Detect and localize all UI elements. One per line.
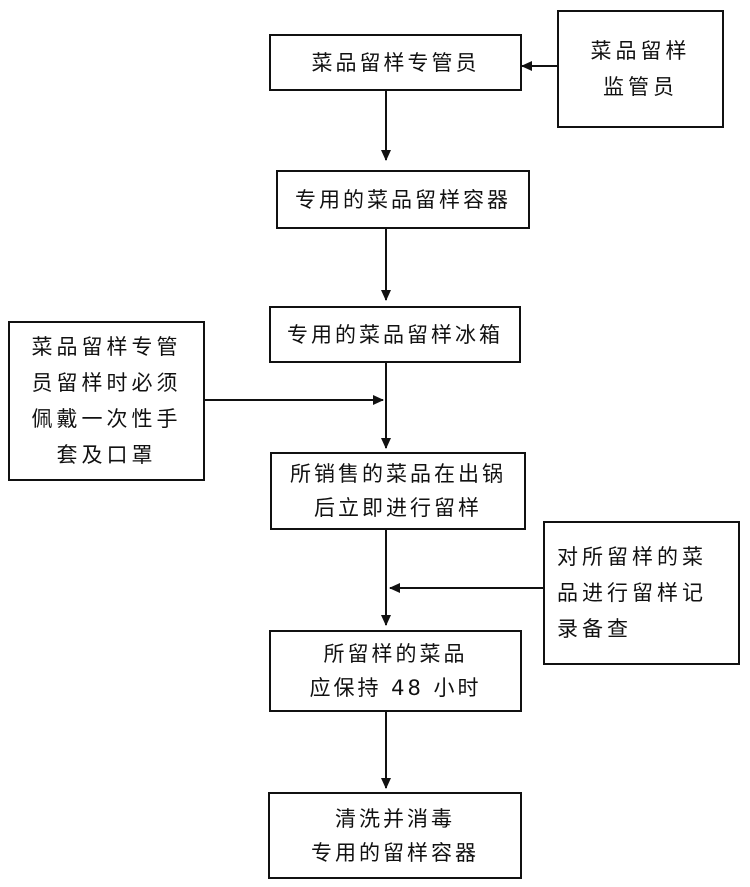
step4-box: 所销售的菜品在出锅 后立即进行留样 [270, 452, 526, 530]
gloves-note-line3: 佩戴一次性手 [31, 407, 182, 431]
step3-label: 专用的菜品留样冰箱 [287, 322, 503, 347]
gloves-note-box: 菜品留样专管 员留样时必须 佩戴一次性手 套及口罩 [8, 321, 205, 481]
step3-box: 专用的菜品留样冰箱 [269, 306, 521, 363]
step5-line1: 所留样的菜品 [323, 642, 468, 666]
supervisor-box: 菜品留样 监管员 [557, 10, 724, 128]
step6-box: 清洗并消毒 专用的留样容器 [268, 792, 522, 879]
step4-line2: 后立即进行留样 [314, 496, 482, 520]
supervisor-line1: 菜品留样 [590, 39, 691, 63]
step2-box: 专用的菜品留样容器 [276, 170, 530, 229]
step1-label: 菜品留样专管员 [311, 50, 480, 75]
step1-box: 菜品留样专管员 [269, 34, 522, 91]
supervisor-line2: 监管员 [603, 75, 678, 99]
step6-line2: 专用的留样容器 [311, 840, 479, 865]
step2-label: 专用的菜品留样容器 [295, 187, 511, 212]
step4-line1: 所销售的菜品在出锅 [290, 462, 506, 486]
step5-line2: 应保持 48 小时 [309, 676, 482, 700]
record-note-line3: 录备查 [557, 617, 632, 641]
gloves-note-line1: 菜品留样专管 [31, 335, 182, 359]
record-note-line2: 品进行留样记 [557, 581, 707, 605]
gloves-note-line2: 员留样时必须 [31, 371, 182, 395]
step6-line1: 清洗并消毒 [335, 806, 455, 831]
record-note-line1: 对所留样的菜 [557, 545, 707, 569]
step5-box: 所留样的菜品 应保持 48 小时 [269, 630, 522, 712]
record-note-box: 对所留样的菜 品进行留样记 录备查 [543, 521, 740, 665]
gloves-note-line4: 套及口罩 [56, 443, 157, 467]
